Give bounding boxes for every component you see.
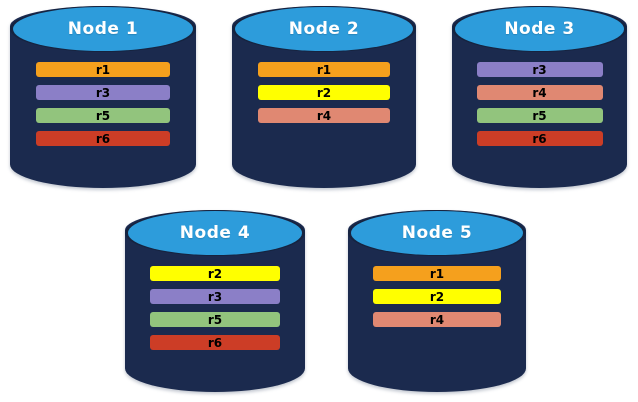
record-label: r5 [95, 108, 111, 123]
record-label: r1 [429, 266, 445, 281]
record-list: r2 r3 r5 r6 [125, 266, 305, 350]
node-cylinder-1[interactable]: Node 1 r1 r3 r5 r6 [10, 6, 196, 188]
cylinder-top-disc: Node 5 [350, 211, 524, 255]
cylinder-top-disc: Node 1 [12, 7, 194, 51]
record-label: r4 [532, 85, 547, 100]
record-list: r1 r2 r4 [348, 266, 526, 327]
node-title: Node 1 [67, 19, 139, 39]
node-cylinder-3[interactable]: Node 3 r3 r4 r5 r6 [452, 6, 627, 188]
record-label: r2 [316, 85, 332, 100]
record-bar-r1[interactable]: r1 [372, 266, 502, 281]
record-label: r4 [429, 312, 445, 327]
cylinder-top-disc: Node 4 [127, 211, 303, 255]
record-bar-r4[interactable]: r4 [476, 85, 603, 100]
record-label: r3 [207, 289, 223, 304]
record-label: r2 [207, 266, 223, 281]
record-label: r6 [95, 131, 111, 146]
node-title: Node 5 [401, 223, 473, 243]
record-bar-r3[interactable]: r3 [150, 289, 280, 304]
record-label: r1 [95, 62, 111, 77]
record-bar-r4[interactable]: r4 [257, 108, 391, 123]
record-bar-r4[interactable]: r4 [372, 312, 502, 327]
record-label: r4 [316, 108, 332, 123]
node-cylinder-2[interactable]: Node 2 r1 r2 r4 [232, 6, 416, 188]
record-bar-r2[interactable]: r2 [372, 289, 502, 304]
record-label: r5 [532, 108, 547, 123]
record-list: r1 r3 r5 r6 [10, 62, 196, 146]
record-label: r6 [207, 335, 223, 350]
record-bar-r5[interactable]: r5 [476, 108, 603, 123]
record-label: r5 [207, 312, 223, 327]
record-label: r2 [429, 289, 445, 304]
record-list: r3 r4 r5 r6 [452, 62, 627, 146]
record-bar-r2[interactable]: r2 [150, 266, 280, 281]
record-bar-r6[interactable]: r6 [150, 335, 280, 350]
node-title: Node 3 [504, 19, 575, 39]
record-label: r1 [316, 62, 332, 77]
record-bar-r1[interactable]: r1 [257, 62, 391, 77]
record-label: r3 [95, 85, 111, 100]
record-bar-r6[interactable]: r6 [476, 131, 603, 146]
record-list: r1 r2 r4 [232, 62, 416, 123]
node-cylinder-4[interactable]: Node 4 r2 r3 r5 r6 [125, 210, 305, 392]
node-cylinder-5[interactable]: Node 5 r1 r2 r4 [348, 210, 526, 392]
record-bar-r5[interactable]: r5 [150, 312, 280, 327]
cylinder-top-disc: Node 2 [234, 7, 414, 51]
node-title: Node 2 [288, 19, 360, 39]
record-label: r6 [532, 131, 547, 146]
record-bar-r5[interactable]: r5 [36, 108, 170, 123]
record-bar-r3[interactable]: r3 [36, 85, 170, 100]
record-bar-r6[interactable]: r6 [36, 131, 170, 146]
record-label: r3 [532, 62, 547, 77]
record-bar-r3[interactable]: r3 [476, 62, 603, 77]
record-bar-r1[interactable]: r1 [36, 62, 170, 77]
cylinder-top-disc: Node 3 [454, 7, 625, 51]
node-title: Node 4 [179, 223, 251, 243]
record-bar-r2[interactable]: r2 [257, 85, 391, 100]
